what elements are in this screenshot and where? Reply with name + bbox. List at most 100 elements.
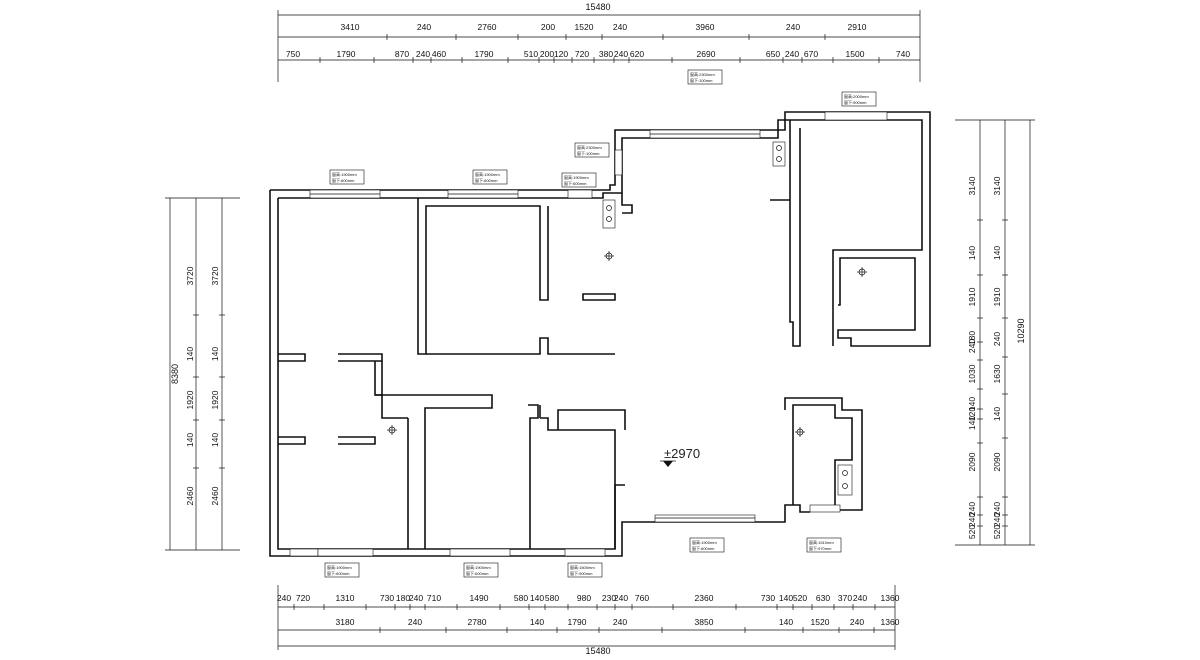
dimension-label: 3960 [696,22,715,32]
floor-drain-icon [387,425,397,435]
dimension-label: 1790 [337,49,356,59]
window-tag-box [472,169,508,185]
window-tag-box [841,91,877,107]
window-tag-height: 窗高:1900mm [564,174,589,180]
dimension-label: 670 [804,49,818,59]
dimension-label: 3720 [210,266,220,285]
dimension-label: 1030 [967,364,977,383]
window-tag-sill: 窗下:100mm [577,150,600,156]
elevation-marker: ±2970 [660,446,700,467]
dimension-label: 1490 [470,593,489,603]
dimension-label: 510 [524,49,538,59]
dimension-label: 1520 [811,617,830,627]
dimension-label: 2090 [967,452,977,471]
dimension-label: 740 [896,49,910,59]
dimension-label: 240 [967,513,977,527]
dimension-label: 240 [967,502,977,516]
dimension-label: 630 [816,593,830,603]
dimension-label: 2360 [695,593,714,603]
dimension-label: 240 [417,22,431,32]
dimension-label: 140 [967,416,977,430]
dimension-label: 3720 [185,266,195,285]
dimension-label: 180 [396,593,410,603]
dimension-label: 240 [850,617,864,627]
window-tag-box [329,169,365,185]
window-tag-box [689,537,725,553]
dimension-label: 240 [853,593,867,603]
window-tag-height: 窗高:2300mm [577,144,602,150]
dimension-label: 620 [630,49,644,59]
walls [269,111,931,557]
dimension-label: 200 [540,49,554,59]
window-tag-box [567,562,603,578]
window-tag-sill: 窗下:900mm [570,570,593,576]
dimension-label: 3140 [992,176,1002,195]
window-tag-height: 窗高:2000mm [844,93,869,99]
elevation-label: ±2970 [664,446,700,461]
dimension-label: 980 [577,593,591,603]
window-tag-sill: 窗下:100mm [690,77,713,83]
window-tag-box [324,562,360,578]
dimension-label: 650 [766,49,780,59]
overall-height-left-label: 8380 [170,364,180,384]
dimension-label: 3410 [341,22,360,32]
dimension-label: 580 [545,593,559,603]
dimension-label: 120 [967,407,977,421]
dimension-label: 520 [793,593,807,603]
dimension-label: 760 [635,593,649,603]
dimension-label: 380 [599,49,613,59]
overall-width-bottom-label: 15480 [585,646,610,656]
window-tag-height: 窗高:1900mm [327,564,352,570]
dimension-ticks [193,34,1008,633]
dimension-label: 2460 [210,486,220,505]
dimension-label: 1920 [185,390,195,409]
window-tag-height: 窗高:1900mm [332,171,357,177]
dimension-label: 3850 [695,617,714,627]
dimension-label: 870 [395,49,409,59]
dimension-label: 2460 [185,486,195,505]
dimension-label: 460 [432,49,446,59]
window-tags: 窗高:2300mm窗下:100mm窗高:1900mm窗下:600mm窗高:230… [324,69,877,578]
window-tag-sill: 窗下:970mm [809,545,832,551]
dimension-label: 1910 [967,287,977,306]
dimension-label: 2690 [697,49,716,59]
dimension-lines [165,10,1035,650]
dimension-label: 1790 [568,617,587,627]
dimension-label: 240 [614,49,628,59]
dimension-label: 240 [613,617,627,627]
dimension-label: 140 [779,617,793,627]
dimension-label: 710 [427,593,441,603]
dimension-label: 520 [967,525,977,539]
dimension-label: 1920 [210,390,220,409]
window-tag-box [561,172,597,188]
dimension-label: 140 [992,407,1002,421]
dimension-label: 1360 [881,617,900,627]
dimension-label: 580 [514,593,528,603]
dimension-label: 240 [613,22,627,32]
dimension-label: 200 [541,22,555,32]
windows [289,111,888,557]
dimension-label: 3140 [967,176,977,195]
dimension-label: 120 [554,49,568,59]
dimension-label: 3180 [336,617,355,627]
window-tag-box [687,69,723,85]
dimension-label: 720 [296,593,310,603]
window-tag-box [806,537,842,553]
dimension-label: 140 [967,246,977,260]
dimension-label: 230 [602,593,616,603]
dimension-label: 140 [779,593,793,603]
